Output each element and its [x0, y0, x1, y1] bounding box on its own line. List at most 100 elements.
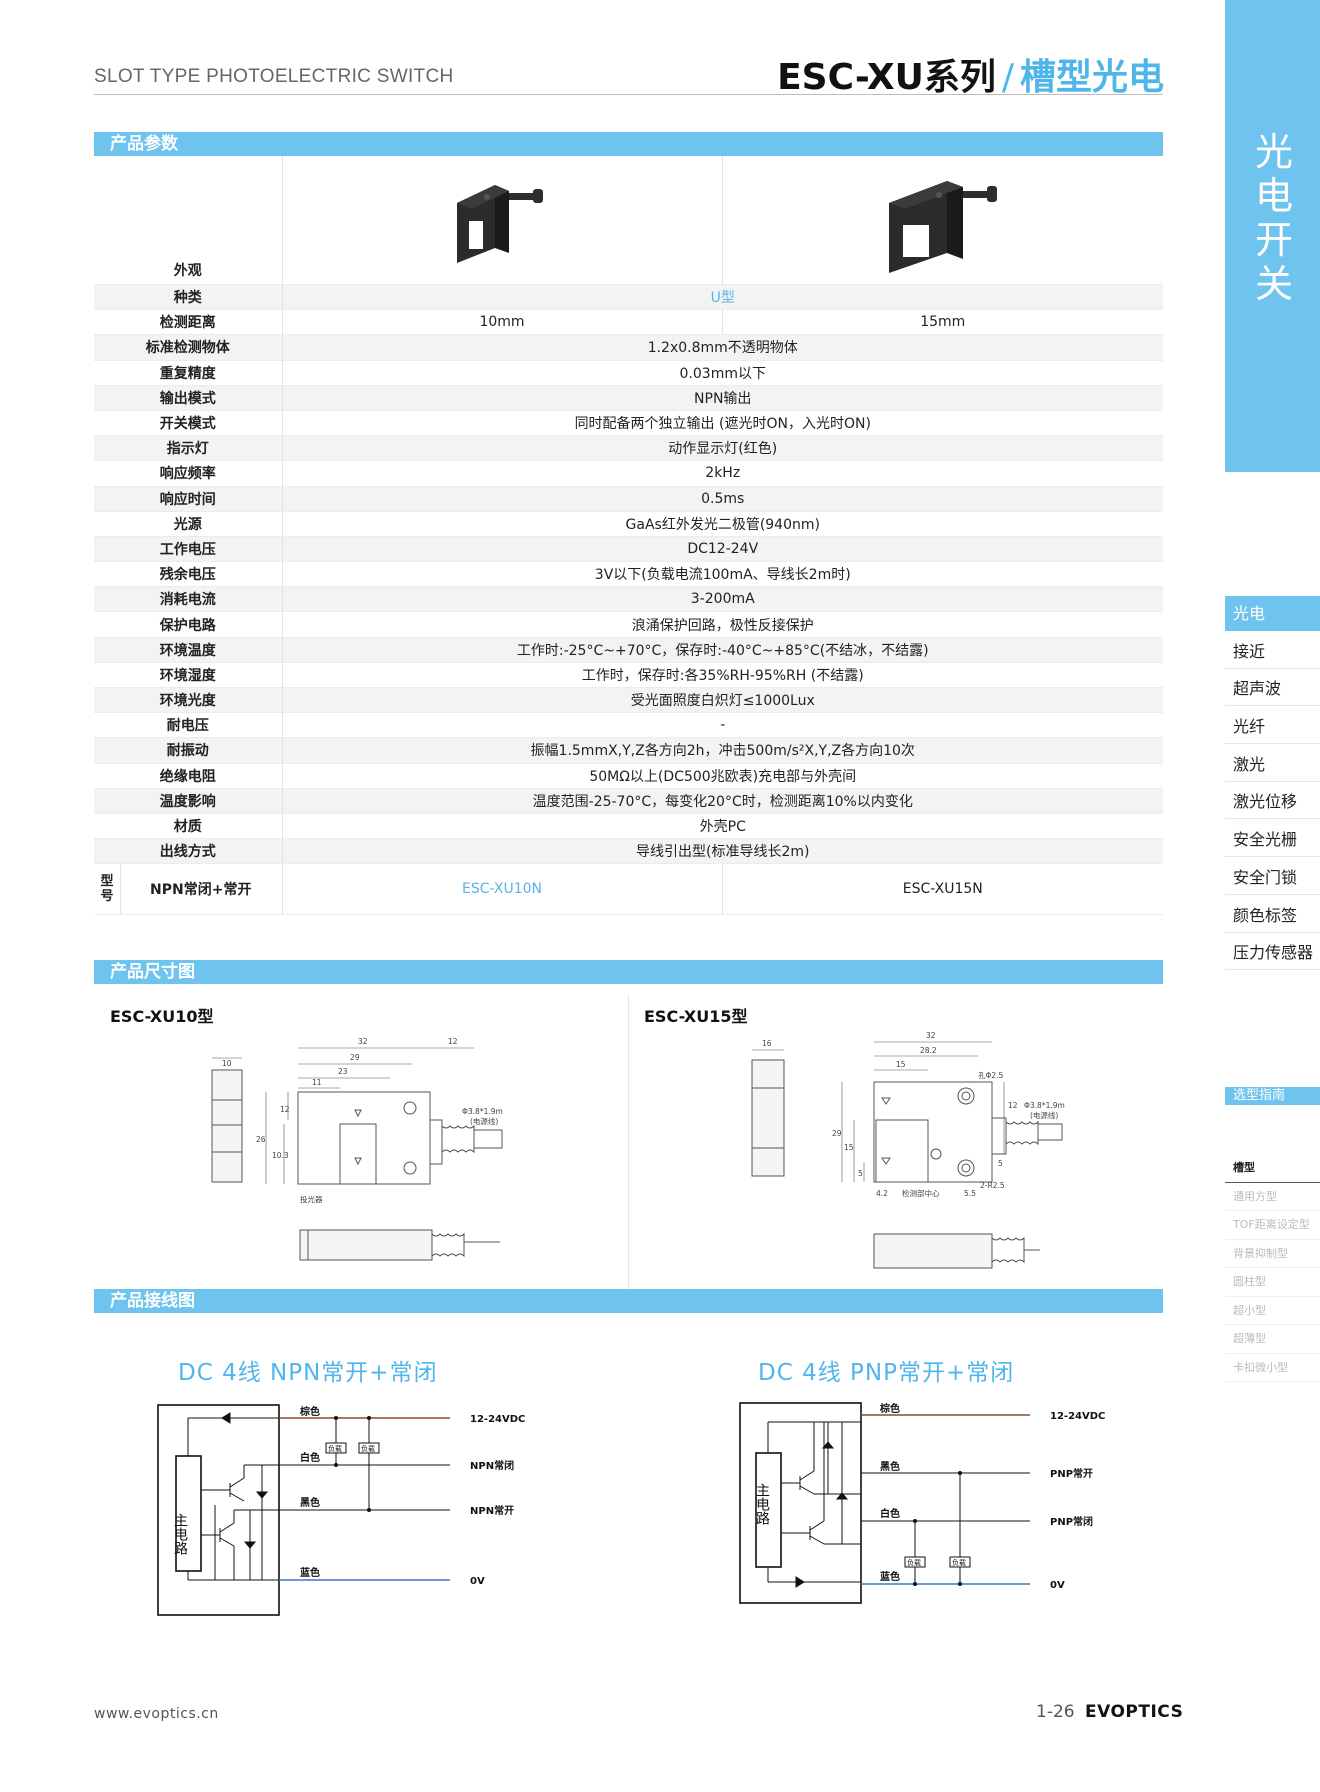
dim-xu15-5a: 5 — [858, 1169, 863, 1178]
pnp-output-0v: 0V — [1050, 1580, 1065, 1591]
spec-label-type: 种类 — [94, 284, 282, 311]
page-number: 1-26 — [1036, 1702, 1075, 1722]
spec-label-wiring: 出线方式 — [94, 838, 282, 865]
spec-label-residual-voltage: 残余电压 — [94, 561, 282, 588]
section-params-bar: 产品参数 — [94, 132, 1163, 156]
side-nav-item-safety-lock[interactable]: 安全门锁 — [1225, 860, 1320, 895]
brand-logo: EVOPTICS — [1085, 1702, 1184, 1722]
series-name: ESC-XU系列 — [777, 57, 996, 98]
pnp-wire-black: 黑色 — [880, 1460, 900, 1473]
side-nav-item-pressure[interactable]: 压力传感器 — [1225, 935, 1320, 971]
model-row: 型号 NPN常闭+常开 ESC-XU10N ESC-XU15N — [94, 863, 1163, 916]
side-category-tab[interactable] — [1225, 0, 1320, 472]
spec-value-voltage: DC12-24V — [281, 536, 1163, 563]
spec-label-light-source: 光源 — [94, 511, 282, 537]
spec-label-switch-mode: 开关模式 — [94, 410, 282, 437]
spec-value-vibration: 振幅1.5mmX,Y,Z各方向2h，冲击500m/s²X,Y,Z各方向10次 — [281, 737, 1163, 764]
guide-item-thin[interactable]: 超薄型 — [1225, 1325, 1320, 1354]
spec-label-distance: 检测距离 — [94, 309, 282, 336]
npn-output-supply: 12-24VDC — [470, 1414, 525, 1425]
selection-guide-list: 槽型 通用方型 TOF距离设定型 背景抑制型 圆柱型 超小型 超薄型 卡扣微小型 — [1225, 1154, 1320, 1382]
model-type-label: NPN常闭+常开 — [150, 882, 252, 899]
sensor-xu10-image — [457, 185, 543, 263]
appearance-xu10 — [281, 156, 722, 285]
spec-value-illuminance: 受光面照度白炽灯≤1000Lux — [281, 687, 1163, 714]
npn-wire-brown: 棕色 — [299, 1405, 320, 1418]
dim-xu10-emitter: 投光器 — [300, 1194, 323, 1204]
guide-item-mini[interactable]: 超小型 — [1225, 1297, 1320, 1325]
spec-label-response-time: 响应时间 — [94, 486, 282, 512]
dim-xu15-12: 12 — [1008, 1101, 1018, 1110]
side-nav-item-safety-curtain[interactable]: 安全光栅 — [1225, 822, 1320, 858]
spec-value-repeat-accuracy: 0.03mm以下 — [281, 360, 1163, 386]
guide-item-square[interactable]: 通用方型 — [1225, 1183, 1320, 1211]
dim-xu15-cable-note: (电源线) — [1030, 1110, 1058, 1120]
spec-label-current: 消耗电流 — [94, 586, 282, 613]
dim-xu15-29: 29 — [832, 1129, 842, 1138]
guide-item-background[interactable]: 背景抑制型 — [1225, 1240, 1320, 1268]
side-nav-item-photoelectric[interactable]: 光电 — [1225, 596, 1320, 631]
pnp-wire-white: 白色 — [880, 1507, 900, 1520]
header-divider — [94, 94, 1163, 95]
dim-xu15-32: 32 — [926, 1031, 936, 1040]
spec-label-temperature: 环境温度 — [94, 637, 282, 663]
guide-item-cylinder[interactable]: 圆柱型 — [1225, 1268, 1320, 1297]
dim-xu15-15b: 15 — [844, 1143, 854, 1152]
spec-value-wiring: 导线引出型(标准导线长2m) — [281, 838, 1163, 865]
guide-item-tof[interactable]: TOF距离设定型 — [1225, 1211, 1320, 1240]
appearance-xu15 — [721, 156, 1163, 285]
side-nav-item-fiber[interactable]: 光纤 — [1225, 709, 1320, 745]
spec-label-voltage: 工作电压 — [94, 536, 282, 563]
side-nav-item-color-label[interactable]: 颜色标签 — [1225, 898, 1320, 933]
dim-drawing-xu10: 32 12 29 23 11 10 26 10.3 12 Φ3.8*1.9m (… — [211, 1037, 503, 1261]
spec-label-repeat-accuracy: 重复精度 — [94, 360, 282, 386]
npn-wire-black: 黑色 — [300, 1496, 320, 1509]
spec-value-temp-effect: 温度范围-25-70°C，每变化20°C时，检测距离10%以内变化 — [281, 788, 1163, 814]
side-nav: 光电 接近 超声波 光纤 激光 激光位移 安全光栅 安全门锁 颜色标签 压力传感… — [1225, 596, 1320, 973]
spec-value-insulation: 50MΩ以上(DC500兆欧表)充电部与外壳间 — [281, 763, 1163, 789]
spec-label-temp-effect: 温度影响 — [94, 788, 282, 814]
dim-drawing-xu15: 32 28.2 15 16 孔Φ2.5 Φ3.8*1.9m (电源线) 12 2… — [751, 1031, 1065, 1269]
dim-xu15-55: 5.5 — [964, 1189, 976, 1198]
spec-value-protection: 浪涌保护回路，极性反接保护 — [281, 611, 1163, 638]
wiring-npn-diagram: 棕色 白色 黑色 蓝色 12-24VDC NPN常闭 NPN常开 0V 负载 负… — [157, 1404, 525, 1616]
spec-value-distance-xu15: 15mm — [721, 309, 1163, 336]
dim-xu15-42: 4.2 — [876, 1189, 888, 1198]
header-subtitle: SLOT TYPE PHOTOELECTRIC SWITCH — [94, 66, 454, 87]
spec-value-temperature: 工作时:-25°C~+70°C，保存时:-40°C~+85°C(不结冰，不结露) — [281, 637, 1163, 663]
selection-guide-header: 选型指南 — [1225, 1087, 1320, 1105]
spec-value-indicator: 动作显示灯(红色) — [281, 435, 1163, 462]
model-xu15n[interactable]: ESC-XU15N — [721, 863, 1163, 916]
section-dimensions-bar: 产品尺寸图 — [94, 960, 1163, 984]
side-category-text: 光电开关 — [1254, 130, 1293, 306]
spec-label-frequency: 响应频率 — [94, 460, 282, 487]
pnp-output-supply: 12-24VDC — [1050, 1411, 1105, 1422]
side-nav-item-ultrasonic[interactable]: 超声波 — [1225, 671, 1320, 707]
guide-item-clip[interactable]: 卡扣微小型 — [1225, 1354, 1320, 1382]
page-title: ESC-XU系列/槽型光电 — [777, 48, 1164, 100]
side-nav-item-proximity[interactable]: 接近 — [1225, 634, 1320, 669]
model-xu10n[interactable]: ESC-XU10N — [281, 863, 722, 916]
spec-label-vibration: 耐振动 — [94, 737, 282, 764]
spec-value-distance-xu10: 10mm — [281, 309, 722, 336]
spec-value-current: 3-200mA — [281, 586, 1163, 613]
wiring-pnp-title: DC 4线 PNP常开+常闭 — [758, 1360, 1015, 1386]
spec-label-material: 材质 — [94, 813, 282, 840]
guide-item-slot[interactable]: 槽型 — [1225, 1154, 1320, 1183]
appearance-label: 外观 — [94, 156, 282, 285]
spec-label-withstand-voltage: 耐电压 — [94, 712, 282, 739]
model-group-cell: 型号 — [94, 864, 121, 915]
side-nav-item-laser-displacement[interactable]: 激光位移 — [1225, 784, 1320, 820]
dim-xu10-32: 32 — [358, 1037, 368, 1046]
side-nav-item-laser[interactable]: 激光 — [1225, 747, 1320, 782]
spec-value-residual-voltage: 3V以下(负载电流100mA、导线长2m时) — [281, 561, 1163, 588]
footer-url[interactable]: www.evoptics.cn — [94, 1706, 219, 1722]
npn-load-1: 负载 — [328, 1444, 342, 1453]
pnp-load-2: 负载 — [952, 1558, 966, 1567]
spec-value-response-time: 0.5ms — [281, 486, 1163, 512]
spec-label-humidity: 环境湿度 — [94, 662, 282, 689]
dim-xu10-cable-note: (电源线) — [470, 1116, 498, 1126]
model-group-label: 型号 — [100, 874, 114, 905]
npn-wire-white: 白色 — [300, 1451, 320, 1464]
dim-xu10-11: 11 — [312, 1078, 322, 1087]
